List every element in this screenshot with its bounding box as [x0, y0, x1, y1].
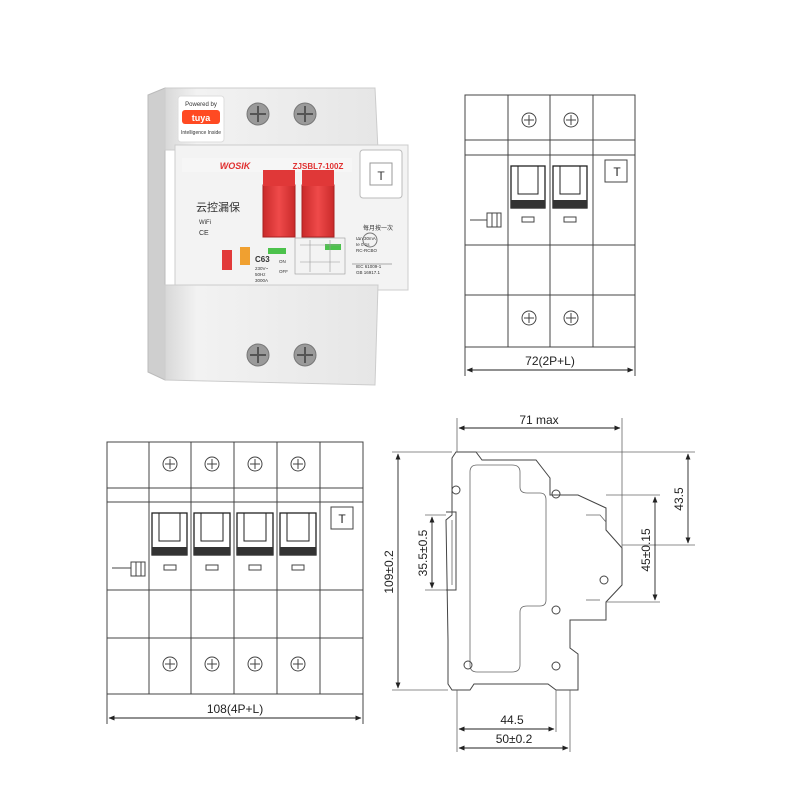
screw-icon [563, 112, 579, 128]
handle-4p-3 [236, 512, 274, 571]
badge-brand-text: tuya [192, 113, 212, 123]
dim-45-label: 45±0.15 [639, 528, 653, 572]
screw-icon [563, 310, 579, 326]
rating-label: C63 [255, 255, 270, 264]
model-label: ZJSBL7-100Z [293, 162, 344, 171]
front-view-4p [106, 441, 364, 724]
screw-icon [162, 456, 178, 472]
dim-44-5-label: 44.5 [500, 713, 524, 727]
screw-icon [290, 456, 306, 472]
off-label: OFF [279, 269, 288, 274]
product-photo [147, 87, 409, 386]
rating-right-0: IΔn 30mA [356, 236, 376, 241]
handle-4p-2 [193, 512, 231, 571]
standard-1: GB 16917.1 [356, 270, 381, 275]
screw-icon [247, 656, 263, 672]
dim-43-5-label: 43.5 [672, 487, 686, 511]
test-label-4p: T [338, 512, 346, 526]
rating-right-1: Ie 0.1s [356, 242, 370, 247]
screw-icon [521, 310, 537, 326]
front-view-2p [464, 94, 636, 376]
test-label-2p: T [613, 165, 621, 179]
spec-0: 230V~ [255, 266, 269, 271]
dim-108-label: 108(4P+L) [207, 702, 263, 716]
spec-2: 3000A [255, 278, 268, 283]
spec-1: 50Hz [255, 272, 266, 277]
dim-50-label: 50±0.2 [496, 732, 533, 746]
screw-icon [162, 656, 178, 672]
handle-4p-1 [151, 512, 188, 571]
screw-icon [204, 656, 220, 672]
dim-71max-label: 71 max [519, 413, 558, 427]
cn-label: 云控漏保 [196, 200, 240, 214]
test-label: T [377, 169, 385, 183]
dim-109-label: 109±0.2 [382, 550, 396, 594]
dim-35-5-label: 35.5±0.5 [416, 529, 430, 576]
test-button-2p [604, 159, 628, 183]
badge-powered-text: Powered by [185, 102, 217, 108]
screw-icon [521, 112, 537, 128]
standard-0: IEC 61009-1 [356, 264, 382, 269]
screw-icon [290, 656, 306, 672]
test-button-4p [330, 506, 354, 530]
rating-right-2: RC-RCBO [356, 248, 377, 253]
on-label: ON [279, 259, 286, 264]
monthly-test-label: 每月按一次 [363, 224, 393, 232]
breaker-handle-1[interactable] [262, 184, 296, 238]
brand-logo: WOSIK [220, 161, 252, 171]
wifi-label: WiFi [199, 220, 211, 226]
ce-label: CE [199, 230, 209, 237]
side-view [392, 418, 695, 752]
screw-icon [204, 456, 220, 472]
badge-sub-text: Intelligence Inside [181, 130, 221, 136]
screw-icon [247, 456, 263, 472]
handle-4p-4 [279, 512, 317, 571]
breaker-handle-2[interactable] [301, 184, 335, 238]
dim-72-label: 72(2P+L) [525, 354, 575, 368]
